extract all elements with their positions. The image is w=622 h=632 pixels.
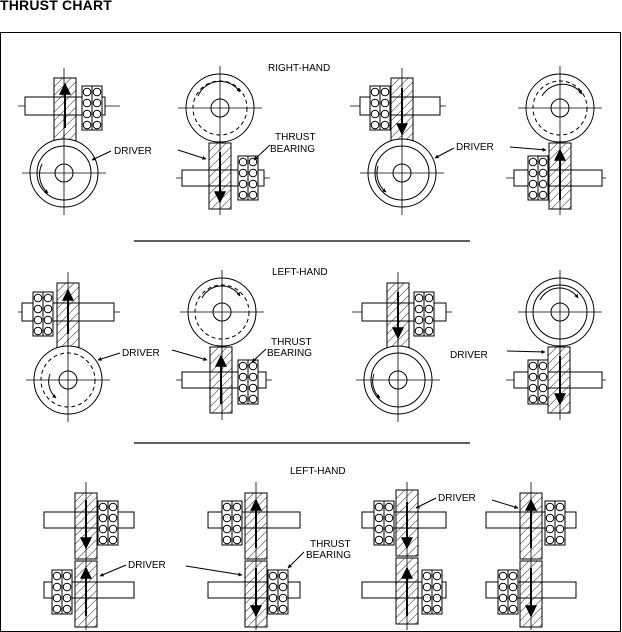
unit-12 (485, 482, 577, 630)
unit-3 (350, 68, 446, 216)
thrust-bearing-label-line2: BEARING (306, 550, 351, 561)
section-heading-left-hand: LEFT-HAND (272, 267, 328, 278)
unit-10 (207, 482, 301, 630)
driver-label: DRIVER (114, 146, 152, 157)
section-heading-left-hand-2: LEFT-HAND (290, 466, 346, 477)
unit-1 (18, 68, 120, 216)
driver-label: DRIVER (122, 348, 160, 359)
thrust-bearing-label-line1: THRUST (275, 132, 316, 143)
unit-7 (352, 272, 452, 423)
thrust-bearing-label-line2: BEARING (270, 144, 315, 155)
driver-label: DRIVER (456, 142, 494, 153)
driver-label: DRIVER (128, 560, 166, 571)
thrust-bearing-label-line1: THRUST (310, 539, 351, 550)
unit-2 (176, 65, 270, 215)
unit-9 (43, 482, 135, 630)
driver-label: DRIVER (450, 350, 488, 361)
unit-4 (506, 65, 606, 215)
page-title: THRUST CHART (0, 0, 113, 13)
unit-8 (506, 269, 606, 420)
thrust-bearing-label-line1: THRUST (271, 337, 312, 348)
unit-5 (18, 272, 120, 423)
unit-11 (361, 482, 447, 630)
section-heading-right-hand: RIGHT-HAND (268, 63, 330, 74)
thrust-bearing-label-line2: BEARING (267, 348, 312, 359)
driver-label: DRIVER (438, 493, 476, 504)
unit-6 (176, 269, 272, 420)
